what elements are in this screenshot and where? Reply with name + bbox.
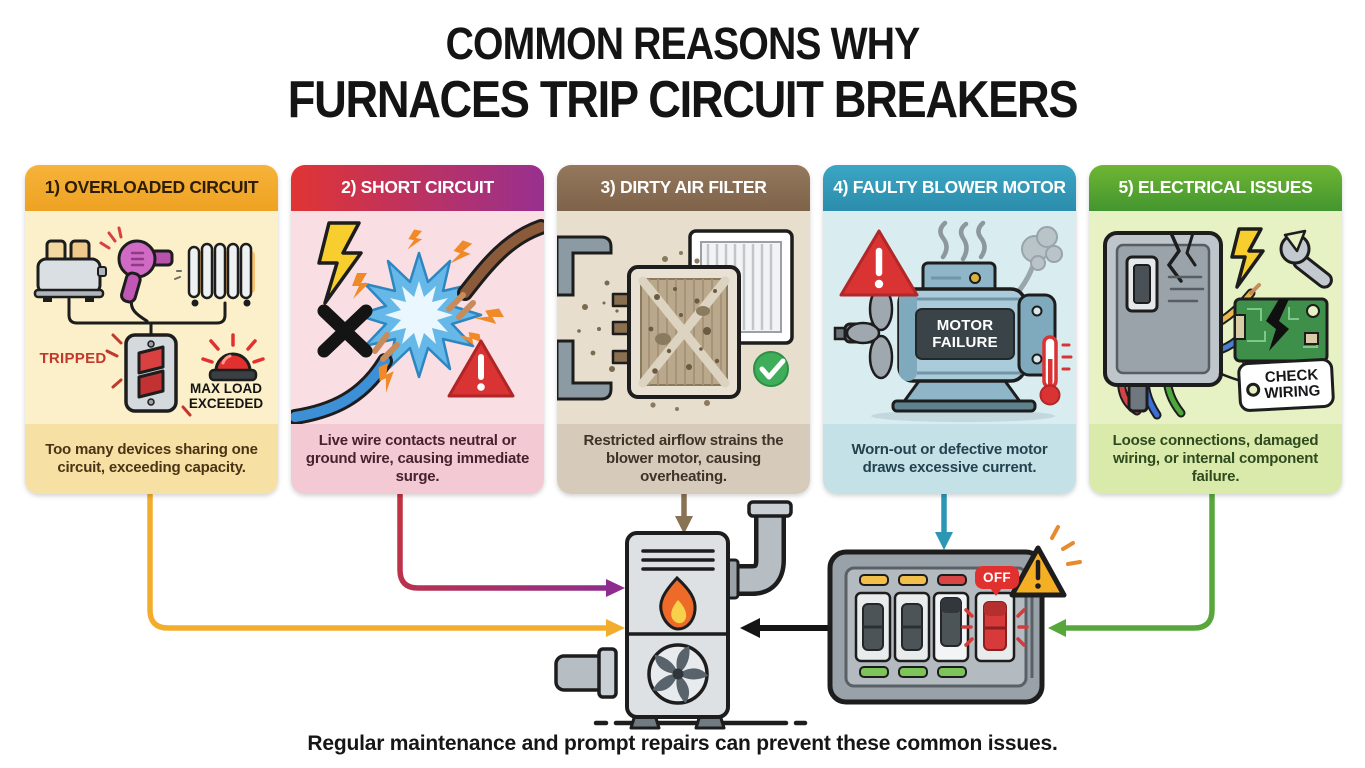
wrench-icon: [1279, 229, 1333, 289]
alert-dashes-icon: [961, 608, 1029, 647]
indicator-lights: [859, 574, 967, 678]
connector-electrical-to-breaker: [1048, 494, 1215, 637]
smoke-cloud-icon: [1016, 226, 1063, 294]
panel-overloaded-illustration: TRIPPED MAX LOAD EXCEEDED: [25, 211, 278, 424]
panel-dirty-filter: 3) DIRTY AIR FILTER: [557, 165, 810, 494]
flame-icon: [659, 575, 697, 631]
air-duct-icon: [557, 235, 613, 401]
panel-overloaded-circuit: 1) OVERLOADED CIRCUIT: [25, 165, 278, 494]
furnace-icon: [554, 500, 808, 730]
dust-cloud-icon: [650, 251, 710, 411]
panel-filter-header: 3) DIRTY AIR FILTER: [557, 165, 810, 211]
footer-note: Regular maintenance and prompt repairs c…: [307, 732, 1058, 755]
overloaded-circuit-graphic: [33, 226, 265, 417]
shadow: [871, 410, 1055, 422]
furnace-fan-icon: [647, 643, 709, 705]
power-cords-icon: [67, 297, 227, 337]
panel-electrical-caption: Loose connections, damaged wiring, or in…: [1089, 424, 1342, 494]
panel-filter-illustration: [557, 211, 810, 424]
dirty-filter-icon: [627, 251, 741, 411]
fan-blades-icon: [833, 286, 894, 380]
electrical-issues-graphic: [1103, 227, 1333, 420]
off-badge-label: OFF: [983, 570, 1011, 585]
breaker-panel-icon: [827, 525, 1082, 705]
title-line-2: FURNACES TRIP CIRCUIT BREAKERS: [287, 71, 1079, 129]
panel-motor-caption: Worn-out or defective motor draws excess…: [823, 424, 1076, 494]
panel-filter-caption: Restricted airflow strains the blower mo…: [557, 424, 810, 494]
connector-breaker-to-furnace: [740, 618, 832, 638]
lightning-bolt-icon: [1230, 227, 1265, 289]
panel-motor-header: 4) FAULTY BLOWER MOTOR: [823, 165, 1076, 211]
off-badge: OFF: [975, 566, 1019, 596]
panel-electrical-issues: 5) ELECTRICAL ISSUES: [1089, 165, 1342, 494]
alarm-light-icon: [201, 333, 265, 382]
connector-motor-to-breaker: [935, 494, 953, 550]
filter-grime-icon: [648, 287, 720, 374]
panel-overloaded-caption: Too many devices sharing one circuit, ex…: [25, 424, 278, 494]
panel-motor-illustration: MOTOR FAILURE: [823, 211, 1076, 424]
x-mark-icon: [317, 304, 373, 358]
panel-short-illustration: [291, 211, 544, 424]
panel-short-caption: Live wire contacts neutral or ground wir…: [291, 424, 544, 494]
warning-triangle-icon: [839, 229, 919, 297]
panel-electrical-header: 5) ELECTRICAL ISSUES: [1089, 165, 1342, 211]
dirty-filter-graphic: [557, 229, 794, 411]
check-mark-icon: [753, 351, 789, 387]
breaker-switches: [854, 591, 1016, 663]
crack-icon: [1266, 299, 1289, 351]
furnace-vents: [641, 549, 715, 571]
tripped-switch-icon: [105, 333, 192, 417]
panel-short-circuit: 2) SHORT CIRCUIT: [291, 165, 544, 494]
thermometer-icon: [1039, 335, 1073, 406]
panel-overloaded-header: 1) OVERLOADED CIRCUIT: [25, 165, 278, 211]
title-line-1: COMMON REASONS WHY: [445, 18, 921, 69]
hair-dryer-icon: [99, 226, 174, 304]
connector-overloaded-to-furnace: [147, 494, 625, 637]
panel-electrical-illustration: CHECK WIRING: [1089, 211, 1342, 424]
electrical-box-icon: [1103, 231, 1223, 413]
warning-triangle-icon: [447, 339, 515, 398]
motor-failure-label: MOTOR FAILURE: [915, 308, 1015, 360]
page-title: COMMON REASONS WHY FURNACES TRIP CIRCUIT…: [0, 18, 1365, 130]
connector-short-to-furnace: [397, 494, 625, 597]
check-wiring-tag: CHECK WIRING: [1236, 357, 1336, 413]
space-heater-icon: [174, 242, 255, 307]
max-load-label: MAX LOAD EXCEEDED: [188, 381, 264, 412]
smoke-icon: [938, 220, 987, 262]
spark-dashes-icon: [99, 226, 123, 250]
short-circuit-graphic: [291, 219, 544, 424]
blue-wire-icon: [291, 332, 400, 424]
warning-triangle-icon: [1009, 525, 1082, 598]
tripped-label: TRIPPED: [39, 350, 107, 367]
dust-particles-icon: [577, 280, 619, 372]
panel-blower-motor: 4) FAULTY BLOWER MOTOR: [823, 165, 1076, 494]
panel-short-header: 2) SHORT CIRCUIT: [291, 165, 544, 211]
connector-filter-to-furnace: [675, 494, 693, 534]
lightning-bolt-icon: [317, 221, 363, 305]
brown-wire-icon: [446, 219, 544, 320]
toaster-icon: [33, 239, 107, 302]
